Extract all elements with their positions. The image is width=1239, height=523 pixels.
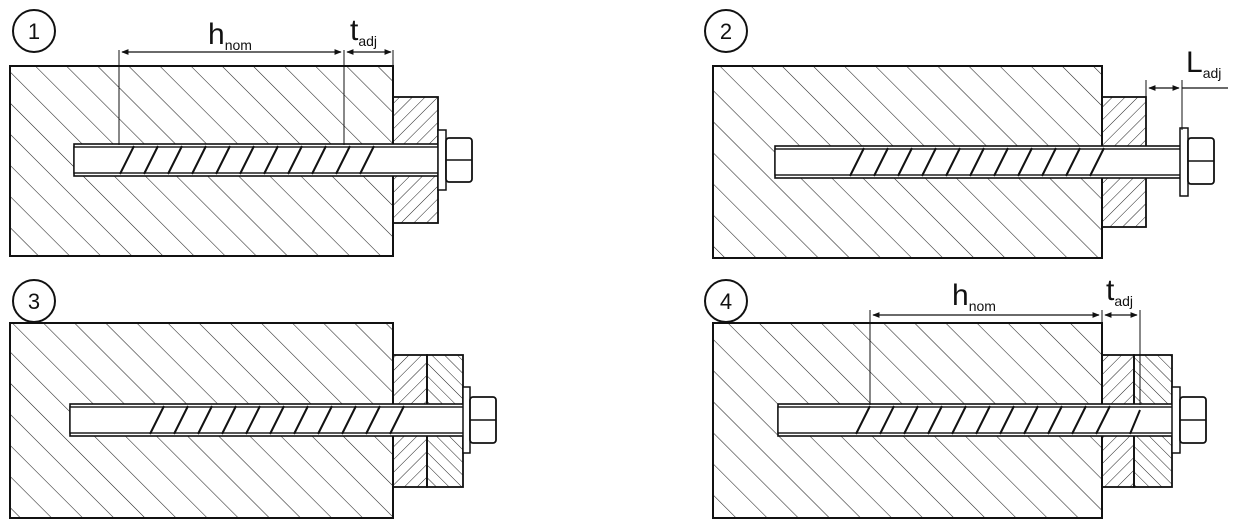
washer: [437, 129, 447, 191]
panel-3: 3: [9, 279, 497, 519]
dimension-tadj: tadj: [346, 14, 394, 66]
anchor-thread: [849, 147, 1105, 177]
svg-text:4: 4: [720, 289, 732, 314]
anchor-shaft: [69, 406, 481, 434]
washer: [462, 386, 471, 454]
panel-4: 4 hnom tadj: [704, 274, 1207, 519]
step-badge-2: 2: [704, 9, 748, 53]
step-badge-3: 3: [12, 279, 56, 323]
svg-text:1: 1: [28, 19, 40, 44]
panel-1: 1 hnom tadj: [9, 9, 473, 257]
dimension-tadj: tadj: [1104, 274, 1141, 405]
anchor-thread: [855, 405, 1141, 435]
svg-text:hnom: hnom: [952, 279, 996, 314]
step-badge-4: 4: [704, 279, 748, 323]
svg-text:3: 3: [28, 289, 40, 314]
svg-text:hnom: hnom: [208, 18, 252, 53]
svg-text:2: 2: [720, 19, 732, 44]
anchor-shaft: [774, 148, 1186, 176]
washer: [1171, 386, 1181, 454]
panel-2: 2 Ladj: [704, 9, 1228, 259]
step-badge-1: 1: [12, 9, 56, 53]
dimension-ladj: Ladj: [1145, 46, 1228, 130]
svg-text:Ladj: Ladj: [1186, 46, 1221, 81]
anchor-thread: [119, 145, 375, 175]
anchor-thread: [149, 405, 405, 435]
dimension-hnom: hnom: [869, 279, 1103, 405]
anchor-shaft: [73, 146, 439, 174]
svg-text:tadj: tadj: [1106, 274, 1133, 309]
dimension-hnom: hnom: [118, 18, 345, 145]
washer: [1179, 127, 1189, 197]
svg-text:tadj: tadj: [350, 14, 377, 49]
